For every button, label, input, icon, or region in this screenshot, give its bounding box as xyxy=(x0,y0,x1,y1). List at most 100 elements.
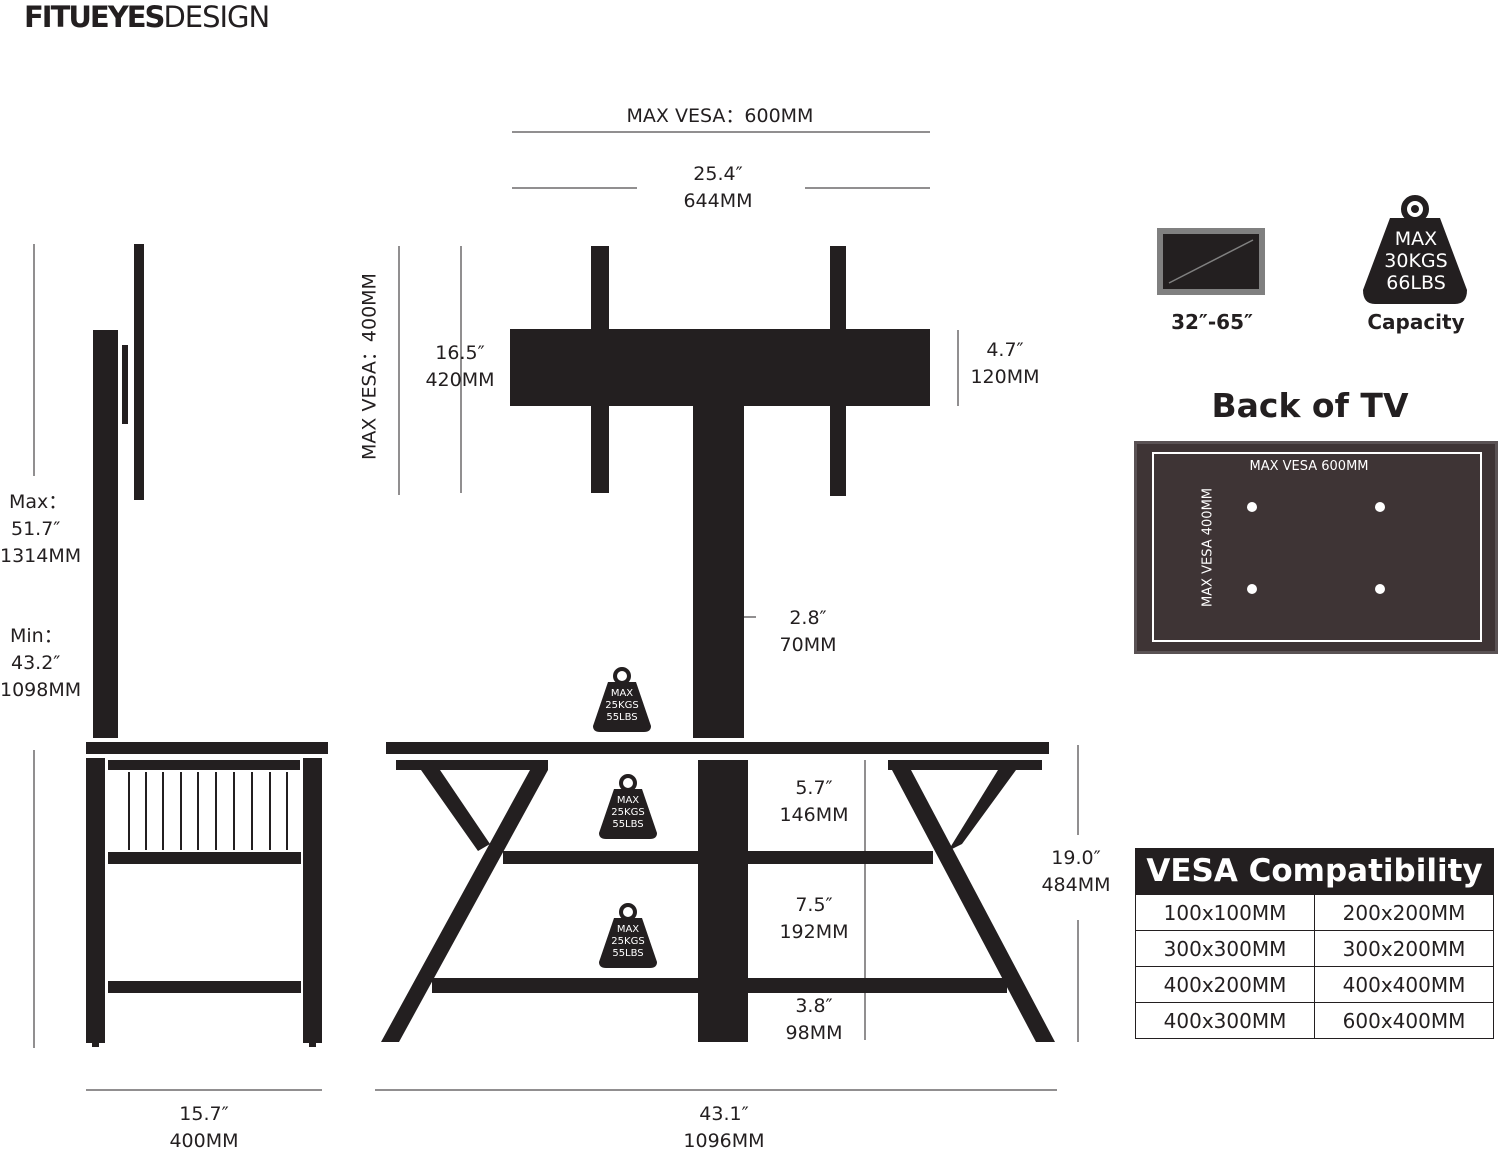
front-top-shelf xyxy=(386,742,1049,754)
capacity-line: 66LBS xyxy=(1386,272,1446,294)
vesa-hole-icon xyxy=(1375,502,1385,512)
side-max-in: 51.7″ xyxy=(11,518,61,540)
side-max-mm: 1314MM xyxy=(0,545,82,567)
table-cell: 200x200MM xyxy=(1314,894,1494,931)
table-row: 400x300MM 600x400MM xyxy=(1135,1002,1494,1039)
front-rail-left xyxy=(396,760,548,770)
side-bracket xyxy=(122,345,128,424)
capacity-label: Capacity xyxy=(1367,310,1465,334)
side-foot-back xyxy=(309,1043,316,1047)
capacity-line: MAX xyxy=(1394,228,1438,250)
weight-tag-icons xyxy=(593,195,1467,968)
side-top-shelf xyxy=(86,742,328,754)
base-height-in: 19.0″ xyxy=(1051,847,1101,869)
plate-height-mm: 420MM xyxy=(425,369,495,391)
shelf-gap-2-in: 7.5″ xyxy=(795,894,833,916)
shelf-gap-3-mm: 98MM xyxy=(785,1022,843,1044)
brand-name-light: DESIGN xyxy=(163,0,270,34)
side-bottom-shelf xyxy=(108,981,301,993)
weight-tag-line: MAX xyxy=(610,688,634,699)
side-leg-front xyxy=(86,758,105,1043)
front-width-in: 43.1″ xyxy=(699,1103,749,1125)
weight-tag-line: MAX xyxy=(616,924,640,935)
brand-name-bold: FITUEYES xyxy=(24,0,165,34)
weight-tag-line: 25KGS xyxy=(611,936,645,947)
tv-size-icon xyxy=(1157,228,1265,295)
shelf-gap-1-in: 5.7″ xyxy=(795,777,833,799)
post-width-mm: 70MM xyxy=(779,634,837,656)
table-row: 300x300MM 300x200MM xyxy=(1135,930,1494,967)
weight-tag-bottom-text: MAX 25KGS 55LBS xyxy=(603,924,653,960)
side-min-label: Min： xyxy=(10,625,63,647)
vesa-hole-icon xyxy=(1247,502,1257,512)
front-post-upper xyxy=(693,406,744,738)
weight-tag-line: 55LBS xyxy=(612,819,644,830)
back-of-tv-title: Back of TV xyxy=(1211,386,1409,425)
front-middle-shelf xyxy=(503,851,933,864)
weight-tag-line: 25KGS xyxy=(611,807,645,818)
max-vesa-600-label: MAX VESA：600MM xyxy=(626,105,814,127)
side-foot-front xyxy=(92,1043,99,1047)
base-height-mm: 484MM xyxy=(1041,874,1111,896)
capacity-weight-icon xyxy=(1363,195,1467,304)
front-bottom-shelf xyxy=(432,978,1007,993)
tv-size-label: 32″-65″ xyxy=(1171,310,1253,334)
weight-tag-middle-text: MAX 25KGS 55LBS xyxy=(603,795,653,831)
back-vesa-400-label: MAX VESA 400MM xyxy=(1200,487,1216,608)
side-leg-back xyxy=(303,758,322,1043)
bracket-height-mm: 120MM xyxy=(970,366,1040,388)
table-row: 400x200MM 400x400MM xyxy=(1135,966,1494,1003)
weight-tag-line: MAX xyxy=(616,795,640,806)
brand-logo: FITUEYESDESIGN xyxy=(24,0,270,34)
weight-tag-bottom-icon xyxy=(599,903,657,968)
vesa-hole-icon xyxy=(1247,584,1257,594)
front-view xyxy=(381,246,1055,1042)
width-644-in: 25.4″ xyxy=(693,163,743,185)
vesa-hole-icon xyxy=(1375,584,1385,594)
back-of-tv-illustration xyxy=(1134,441,1498,654)
back-vesa-600-label: MAX VESA 600MM xyxy=(1249,459,1369,474)
vesa-compatibility-table: 100x100MM 200x200MM 300x300MM 300x200MM … xyxy=(1135,894,1494,1039)
front-leg-left-short xyxy=(421,770,490,851)
plate-height-in: 16.5″ xyxy=(435,342,485,364)
side-top-rail xyxy=(108,760,300,770)
table-cell: 400x300MM xyxy=(1135,1002,1315,1039)
side-slats xyxy=(128,772,288,850)
weight-tag-middle-icon xyxy=(599,774,657,839)
weight-tag-line: 25KGS xyxy=(605,700,639,711)
width-644-mm: 644MM xyxy=(683,190,753,212)
front-vesa-arm-right xyxy=(830,246,846,496)
front-width-mm: 1096MM xyxy=(683,1130,765,1152)
shelf-gap-2-mm: 192MM xyxy=(779,921,849,943)
side-view xyxy=(86,244,328,1047)
side-post xyxy=(93,330,118,738)
side-max-label: Max： xyxy=(9,491,68,513)
weight-tag-top-icon xyxy=(593,667,651,732)
side-depth-in: 15.7″ xyxy=(179,1103,229,1125)
weight-tag-top-text: MAX 25KGS 55LBS xyxy=(597,688,647,724)
vesa-compatibility-title: VESA Compatibility xyxy=(1135,848,1494,894)
table-row: 100x100MM 200x200MM xyxy=(1135,894,1494,931)
post-width-in: 2.8″ xyxy=(789,607,827,629)
shelf-gap-3-in: 3.8″ xyxy=(795,995,833,1017)
front-leg-right-short xyxy=(948,770,1016,851)
weight-tag-line: 55LBS xyxy=(612,948,644,959)
front-leg-left-long xyxy=(381,770,548,1042)
side-min-mm: 1098MM xyxy=(0,679,82,701)
side-min-in: 43.2″ xyxy=(11,652,61,674)
shelf-gap-1-mm: 146MM xyxy=(779,804,849,826)
table-cell: 400x400MM xyxy=(1314,966,1494,1003)
table-cell: 400x200MM xyxy=(1135,966,1315,1003)
weight-tag-line: 55LBS xyxy=(606,712,638,723)
capacity-weight-text: MAX 30KGS 66LBS xyxy=(1370,228,1462,294)
table-cell: 300x200MM xyxy=(1314,930,1494,967)
front-vesa-arm-left xyxy=(591,246,609,493)
front-rail-right xyxy=(888,760,1042,770)
table-cell: 100x100MM xyxy=(1135,894,1315,931)
max-vesa-400-label: MAX VESA：400MM xyxy=(358,273,381,460)
front-bracket-bar xyxy=(510,329,930,406)
side-tv-plate xyxy=(134,244,144,500)
bracket-height-in: 4.7″ xyxy=(986,339,1024,361)
